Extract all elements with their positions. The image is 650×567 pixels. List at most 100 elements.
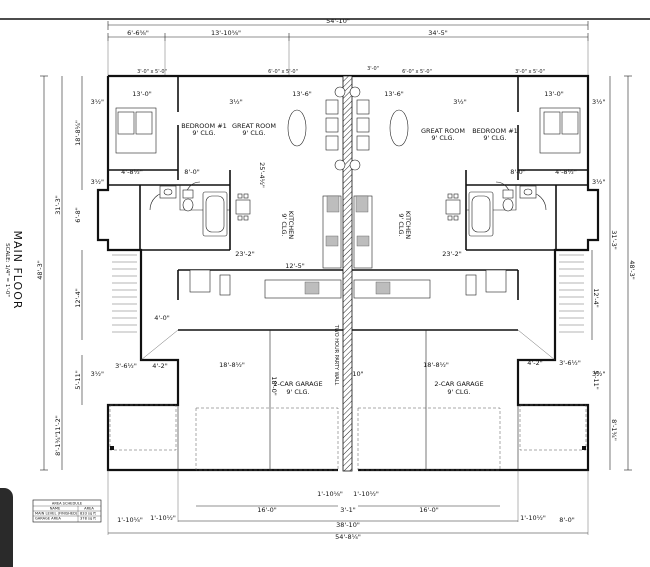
svg-text:3'-6½": 3'-6½" — [559, 359, 581, 367]
bedroom-right-label: BEDROOM #1 — [472, 127, 518, 135]
svg-text:GARAGE AREA: GARAGE AREA — [35, 517, 61, 521]
dim-bottom-left-16: 16'-0" — [257, 506, 277, 514]
kitchen-left-clg: 9' CLG. — [280, 213, 288, 236]
svg-text:3½": 3½" — [453, 98, 466, 106]
svg-text:AREA: AREA — [84, 507, 94, 511]
drawing-title: MAIN FLOOR SCALE: 1/4" = 1'-0" — [4, 230, 24, 309]
fixtures-left — [112, 107, 342, 333]
interior-dimensions: 13'-0" 13'-6" 13'-6" 13'-0" 25'-4½" 23'-… — [91, 90, 606, 396]
svg-text:25'-4½": 25'-4½" — [258, 162, 266, 188]
dim-right-c: 5'-11" — [592, 370, 600, 390]
dim-left-e: 11'-2" — [54, 415, 62, 435]
svg-text:1'-10¼": 1'-10¼" — [117, 516, 143, 524]
svg-text:1'-10½": 1'-10½" — [150, 514, 176, 522]
dim-right-b: 12'-4" — [592, 288, 600, 308]
device-frame-edge — [0, 488, 13, 567]
svg-text:18'-8½": 18'-8½" — [423, 361, 449, 369]
right-dimensions: 48'-3" 31'-3" 8'-1¾" 12'-4" 5'-11" — [591, 75, 636, 471]
svg-text:12'-5": 12'-5" — [285, 262, 305, 270]
kitchen-right-label: KITCHEN — [404, 211, 412, 239]
dim-left-f: 8'-1¾" — [54, 434, 62, 456]
fixtures-right — [353, 107, 584, 333]
garage-left-label: 2-CAR GARAGE — [273, 380, 322, 388]
svg-text:10": 10" — [352, 370, 363, 378]
svg-text:4'-8½": 4'-8½" — [555, 168, 577, 176]
area-schedule-table: AREA SCHEDULE NAME AREA MAIN LEVEL (FINI… — [32, 499, 102, 523]
dim-left-c: 12'-4" — [74, 288, 82, 308]
dim-overall-bottom: 54'-8¼" — [335, 533, 361, 541]
dim-left-d: 5'-11" — [74, 370, 82, 390]
svg-text:3½": 3½" — [592, 98, 605, 106]
svg-text:6'-0" x 5'-0": 6'-0" x 5'-0" — [268, 69, 298, 75]
kitchen-right-clg: 9' CLG. — [397, 213, 405, 236]
svg-text:833 sq ft: 833 sq ft — [80, 512, 96, 516]
great-room-left-label: GREAT ROOM — [232, 122, 276, 130]
svg-text:1'-10⅛": 1'-10⅛" — [317, 490, 343, 498]
svg-text:MAIN LEVEL (FINISHED): MAIN LEVEL (FINISHED) — [35, 512, 78, 516]
svg-text:3'-6½": 3'-6½" — [115, 362, 137, 370]
svg-text:8'-0": 8'-0" — [184, 168, 199, 176]
svg-text:23'-2": 23'-2" — [442, 250, 462, 258]
bedroom-left-label: BEDROOM #1 — [181, 122, 227, 130]
bottom-dimensions: 16'-0" 3'-1" 16'-0" 1'-10⅛" 1'-10½" 38'-… — [107, 470, 589, 541]
dim-right-total: 48'-3" — [628, 260, 636, 280]
dim-right-d: 8'-1¾" — [610, 419, 618, 441]
garage-right-clg: 9' CLG. — [447, 388, 470, 396]
svg-text:6'-8": 6'-8" — [74, 207, 82, 222]
svg-text:3'-0" x 5'-0": 3'-0" x 5'-0" — [515, 69, 545, 75]
dim-bottom-right-8: 8'-0" — [559, 516, 574, 524]
svg-text:3½": 3½" — [91, 178, 104, 186]
svg-text:6'-0" x 5'-0": 6'-0" x 5'-0" — [402, 69, 432, 75]
svg-text:3'-0" x 5'-0": 3'-0" x 5'-0" — [137, 69, 167, 75]
svg-text:3½": 3½" — [229, 98, 242, 106]
party-wall — [342, 75, 353, 472]
title-main-floor: MAIN FLOOR — [11, 230, 24, 309]
svg-text:13'-6": 13'-6" — [292, 90, 312, 98]
dim-left-b: 18'-8¼" — [74, 120, 82, 146]
svg-text:8'-0": 8'-0" — [510, 168, 525, 176]
dim-top-left-a: 6'-6⅝" — [127, 29, 149, 37]
party-wall-label: TWO HOUR PARTY WALL — [333, 324, 339, 386]
garage-structure — [140, 329, 556, 471]
left-dimensions: 48'-3" 31'-3" 11'-2" 18'-8¼" 12'-4" 5'-1… — [36, 75, 83, 471]
dim-left-total: 48'-3" — [36, 260, 44, 280]
svg-text:3½": 3½" — [592, 370, 605, 378]
great-room-right-clg: 9' CLG. — [431, 134, 454, 142]
svg-text:13'-0": 13'-0" — [132, 90, 152, 98]
dim-left-a: 31'-3" — [54, 195, 62, 215]
dim-top-left-b: 13'-10⅝" — [211, 29, 241, 37]
svg-text:13'-6": 13'-6" — [384, 90, 404, 98]
great-room-left-clg: 9' CLG. — [242, 129, 265, 137]
bedroom-right-clg: 9' CLG. — [483, 134, 506, 142]
bedroom-left-clg: 9' CLG. — [192, 129, 215, 137]
svg-text:378 sq ft: 378 sq ft — [80, 517, 96, 521]
svg-text:4'-2": 4'-2" — [527, 359, 542, 367]
dim-bottom-right-16: 16'-0" — [419, 506, 439, 514]
svg-text:23'-2": 23'-2" — [235, 250, 255, 258]
svg-text:4'-0": 4'-0" — [154, 314, 169, 322]
center-fixtures — [325, 86, 370, 171]
svg-text:1'-10½": 1'-10½" — [520, 514, 546, 522]
dim-overall-top: 54'-10" — [326, 17, 350, 25]
kitchen-left-label: KITCHEN — [287, 211, 295, 239]
great-room-right-label: GREAT ROOM — [421, 127, 465, 135]
svg-text:18'-8½": 18'-8½" — [219, 361, 245, 369]
svg-text:4'-8½": 4'-8½" — [121, 168, 143, 176]
area-schedule-title: AREA SCHEDULE — [52, 502, 83, 506]
svg-text:3½": 3½" — [592, 178, 605, 186]
dim-top-right: 34'-5" — [428, 29, 448, 37]
dim-right-a: 31'-3" — [610, 230, 618, 250]
dim-bottom-mid: 3'-1" — [340, 506, 355, 514]
dim-bottom-inner: 38'-10" — [336, 521, 360, 529]
svg-text:1'-10½": 1'-10½" — [353, 490, 379, 498]
garage-left-clg: 9' CLG. — [286, 388, 309, 396]
room-labels: BEDROOM #1 9' CLG. GREAT ROOM 9' CLG. GR… — [181, 122, 518, 396]
svg-text:4'-2": 4'-2" — [152, 362, 167, 370]
svg-text:3'-0": 3'-0" — [367, 66, 379, 72]
title-scale: SCALE: 1/4" = 1'-0" — [4, 243, 10, 297]
top-dimensions: 54'-10" 6'-6⅝" 13'-10⅝" 34'-5" 3'-0" x 5… — [107, 17, 589, 76]
svg-text:18'-0": 18'-0" — [270, 376, 278, 396]
svg-text:NAME: NAME — [50, 507, 61, 511]
svg-text:3½": 3½" — [91, 98, 104, 106]
